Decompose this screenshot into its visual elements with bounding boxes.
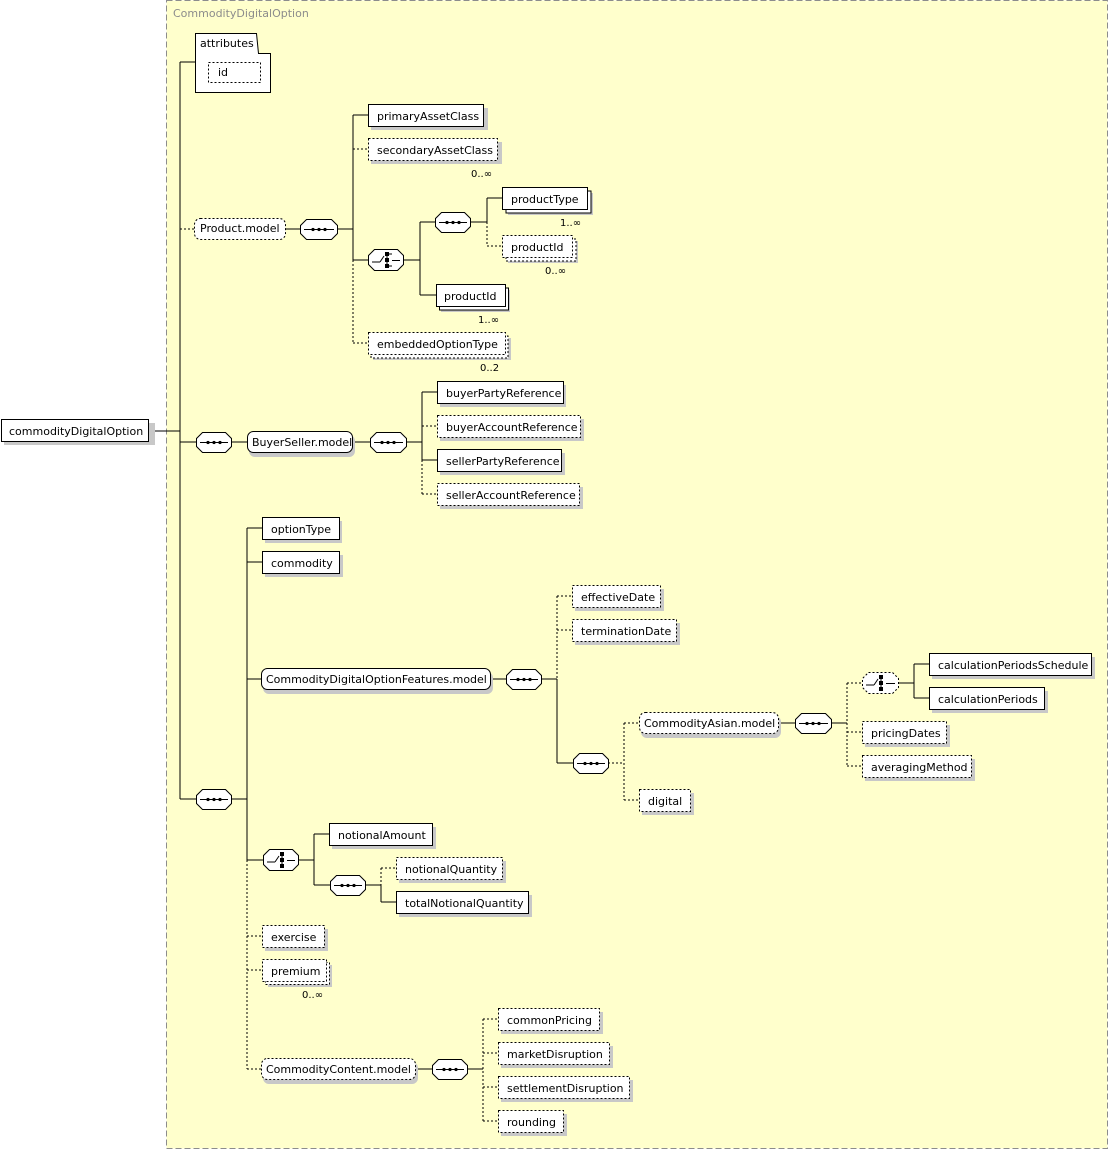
element-embedded-option-type[interactable]: embeddedOptionType — [368, 332, 512, 361]
option-type-label: optionType — [271, 523, 331, 536]
buyer-seller-model-label: BuyerSeller.model — [252, 436, 352, 449]
features-model-label: CommodityDigitalOptionFeatures.model — [266, 673, 487, 686]
attribute-id-box[interactable] — [208, 62, 261, 83]
calculation-choice-compositor — [862, 672, 899, 694]
element-exercise[interactable]: exercise — [262, 925, 329, 952]
embedded-option-type-label: embeddedOptionType — [377, 338, 498, 351]
element-buyer-account-reference[interactable]: buyerAccountReference — [437, 415, 585, 442]
primary-asset-class-label: primaryAssetClass — [377, 110, 479, 123]
element-rounding[interactable]: rounding — [498, 1110, 568, 1137]
connectors — [149, 61, 929, 1122]
element-secondary-asset-class[interactable]: secondaryAssetClass — [368, 138, 503, 165]
element-option-type[interactable]: optionType — [262, 517, 343, 544]
product-sequence-compositor — [435, 212, 471, 233]
product-id-cardinality: 1..∞ — [478, 315, 499, 326]
element-product-id-optional[interactable]: productId — [502, 235, 579, 264]
buyer-party-reference-label: buyerPartyReference — [446, 387, 562, 400]
element-calculation-periods[interactable]: calculationPeriods — [929, 687, 1049, 714]
digital-label: digital — [648, 795, 682, 808]
product-id-optional-label: productId — [511, 241, 564, 254]
calculation-periods-label: calculationPeriods — [938, 693, 1038, 706]
effective-date-label: effectiveDate — [581, 591, 655, 604]
buyer-seller-wrapper-sequence-compositor — [196, 432, 232, 453]
secondary-asset-class-label: secondaryAssetClass — [377, 144, 493, 157]
element-premium[interactable]: premium — [262, 959, 333, 988]
notional-amount-label: notionalAmount — [338, 829, 426, 842]
asian-model-group[interactable]: CommodityAsian.model — [639, 712, 782, 739]
product-id-optional-cardinality: 0..∞ — [545, 266, 566, 277]
seller-party-reference-label: sellerPartyReference — [446, 455, 560, 468]
root-element[interactable]: commodityDigitalOption — [1, 419, 156, 446]
product-model-sequence-compositor — [300, 219, 338, 240]
attributes-box[interactable]: attributes id — [195, 33, 271, 93]
asian-model-label: CommodityAsian.model — [644, 717, 775, 730]
element-averaging-method[interactable]: averagingMethod — [862, 755, 976, 782]
element-product-type[interactable]: productType — [502, 187, 594, 216]
seller-account-reference-label: sellerAccountReference — [446, 489, 576, 502]
buyer-seller-model-group[interactable]: BuyerSeller.model — [247, 431, 356, 458]
settlement-disruption-label: settlementDisruption — [507, 1082, 624, 1095]
element-seller-party-reference[interactable]: sellerPartyReference — [437, 449, 566, 476]
element-digital[interactable]: digital — [639, 789, 695, 816]
element-calculation-periods-schedule[interactable]: calculationPeriodsSchedule — [929, 653, 1096, 680]
product-type-cardinality: 1..∞ — [560, 218, 581, 229]
attributes-header: attributes — [200, 37, 254, 50]
element-buyer-party-reference[interactable]: buyerPartyReference — [437, 381, 567, 408]
attribute-id-label: id — [218, 66, 228, 79]
content-model-group[interactable]: CommodityContent.model — [261, 1058, 419, 1085]
rounding-label: rounding — [507, 1116, 556, 1129]
notional-quantity-label: notionalQuantity — [405, 863, 498, 876]
product-choice-compositor — [368, 249, 404, 271]
element-market-disruption[interactable]: marketDisruption — [498, 1042, 614, 1069]
exercise-label: exercise — [271, 931, 317, 944]
product-type-label: productType — [511, 193, 579, 206]
premium-label: premium — [271, 965, 321, 978]
commodity-label: commodity — [271, 557, 333, 570]
product-id-label: productId — [444, 290, 497, 303]
common-pricing-label: commonPricing — [507, 1014, 592, 1027]
features-inner-sequence-compositor — [573, 753, 609, 774]
element-product-id[interactable]: productId — [436, 284, 511, 313]
element-termination-date[interactable]: terminationDate — [572, 619, 681, 646]
element-effective-date[interactable]: effectiveDate — [572, 585, 665, 612]
notional-sequence-compositor — [330, 875, 366, 896]
type-title: CommodityDigitalOption — [173, 7, 309, 20]
buyer-account-reference-label: buyerAccountReference — [446, 421, 578, 434]
main-sequence-compositor — [196, 789, 232, 810]
element-total-notional-quantity[interactable]: totalNotionalQuantity — [396, 891, 533, 918]
element-notional-quantity[interactable]: notionalQuantity — [396, 857, 507, 884]
market-disruption-label: marketDisruption — [507, 1048, 603, 1061]
notional-choice-compositor — [263, 849, 299, 871]
premium-cardinality: 0..∞ — [302, 990, 323, 1001]
element-common-pricing[interactable]: commonPricing — [498, 1008, 604, 1035]
features-sequence-compositor — [506, 669, 542, 690]
termination-date-label: terminationDate — [581, 625, 671, 638]
element-settlement-disruption[interactable]: settlementDisruption — [498, 1076, 634, 1103]
root-element-label: commodityDigitalOption — [9, 425, 143, 438]
secondary-asset-class-cardinality: 0..∞ — [471, 169, 492, 180]
averaging-method-label: averagingMethod — [871, 761, 968, 774]
embedded-option-type-cardinality: 0..2 — [480, 363, 499, 374]
element-seller-account-reference[interactable]: sellerAccountReference — [437, 483, 584, 510]
product-model-group[interactable]: Product.model — [194, 218, 286, 240]
element-primary-asset-class[interactable]: primaryAssetClass — [368, 104, 489, 131]
features-model-group[interactable]: CommodityDigitalOptionFeatures.model — [261, 668, 494, 695]
element-notional-amount[interactable]: notionalAmount — [329, 823, 437, 850]
buyer-seller-sequence-compositor — [370, 432, 407, 453]
content-sequence-compositor — [432, 1059, 468, 1080]
element-commodity[interactable]: commodity — [262, 551, 344, 578]
pricing-dates-label: pricingDates — [871, 727, 941, 740]
total-notional-quantity-label: totalNotionalQuantity — [405, 897, 524, 910]
product-model-label: Product.model — [200, 222, 280, 235]
element-pricing-dates[interactable]: pricingDates — [862, 721, 951, 748]
asian-sequence-compositor — [795, 713, 832, 734]
content-model-label: CommodityContent.model — [266, 1063, 411, 1076]
calculation-periods-schedule-label: calculationPeriodsSchedule — [938, 659, 1089, 672]
